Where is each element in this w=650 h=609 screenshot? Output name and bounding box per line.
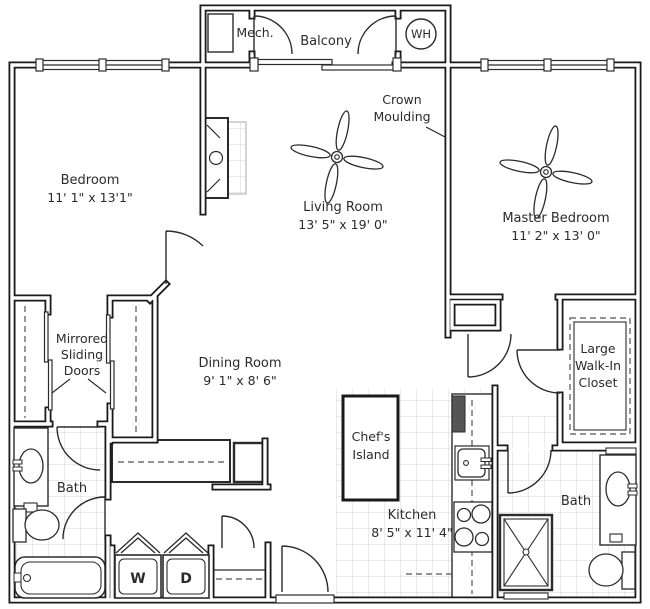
shower-icon [498,513,554,600]
living-room-label: Living Room [303,200,383,215]
crown-moulding-line2: Moulding [373,109,430,124]
walk-in-closet-door [516,349,561,394]
doors [56,15,561,593]
refrigerator [451,395,466,433]
crown-moulding-line1: Crown [382,92,421,107]
crown-moulding-pointer [425,126,446,138]
bedroom-door [165,230,204,284]
sink-right-icon [605,471,631,507]
bedroom-window [35,58,170,72]
dining-counter [111,439,266,484]
mirrored-doors-pointer [51,378,107,394]
bedroom-dims: 11' 1" x 13'1" [47,190,132,205]
fireplace [204,117,247,199]
windows [35,57,615,72]
balcony-fixtures [207,13,437,53]
coat-closet-door [221,515,255,549]
leader-lines [51,126,446,394]
washer-label: W [130,571,145,587]
kitchen-dims: 8' 5" x 11' 4" [371,525,452,540]
walk-in-closet-line1: Large [580,341,615,356]
mech-equipment [207,13,234,53]
washer-box [114,554,162,599]
dryer-box [162,554,210,599]
chefs-island-line2: Island [352,447,389,462]
kitchen-fixtures [341,393,494,599]
master-bedroom-dims: 11' 2" x 13' 0" [511,228,600,243]
balcony-sliding-door [249,57,402,72]
sink-left-icon [18,448,44,484]
entry-sill [275,594,335,604]
bathtub-icon [13,556,106,599]
master-window [480,58,615,72]
water-heater-label: WH [411,27,431,41]
tp-holder [23,502,38,513]
balcony-label: Balcony [300,34,352,49]
bath-left-door-top [56,426,101,471]
range [453,501,493,553]
entry-door [281,545,329,593]
bath-left-label: Bath [57,481,87,496]
master-bedroom-label: Master Bedroom [502,211,609,226]
master-bedroom-fan-icon [498,124,594,220]
bath-right-door [507,449,552,494]
walk-in-closet-line2: Walk-In [575,358,621,373]
dryer-label: D [180,571,192,587]
bath-right-label: Bath [561,494,591,509]
kitchen-sink [454,445,492,481]
toilet-left-icon [12,508,60,543]
mirrored-doors-line2: Sliding [61,347,103,362]
walk-in-closet-line3: Closet [579,375,618,390]
living-room-dims: 13' 5" x 19' 0" [298,217,387,232]
kitchen-label: Kitchen [388,508,437,523]
wh-closet-door [357,15,397,55]
mirrored-doors-line3: Doors [64,363,101,378]
water-heater-icon [405,18,437,50]
walk-in-shelf [573,321,627,431]
laundry [114,532,210,599]
dining-room-label: Dining Room [198,356,281,371]
bedroom-label: Bedroom [61,173,120,188]
dining-room-dims: 9' 1" x 8' 6" [203,373,276,388]
mirrored-sliding-door-panels [43,311,115,411]
vanity-right [599,447,638,546]
bath-left-door-side [62,496,106,540]
chefs-island [341,394,400,502]
washer-bifold-door [115,532,161,554]
living-room-fan-icon [289,109,385,205]
bath-left-fixtures [12,427,106,599]
bath-right-fixtures [498,447,638,600]
mirrored-doors-line1: Mirrored [56,331,108,346]
toilet-right-icon [588,533,636,590]
mech-door [253,15,293,55]
hall-door [467,333,512,378]
chefs-island-line1: Chef's [352,429,391,444]
mech-label: Mech. [236,25,273,40]
dryer-bifold-door [163,532,209,554]
